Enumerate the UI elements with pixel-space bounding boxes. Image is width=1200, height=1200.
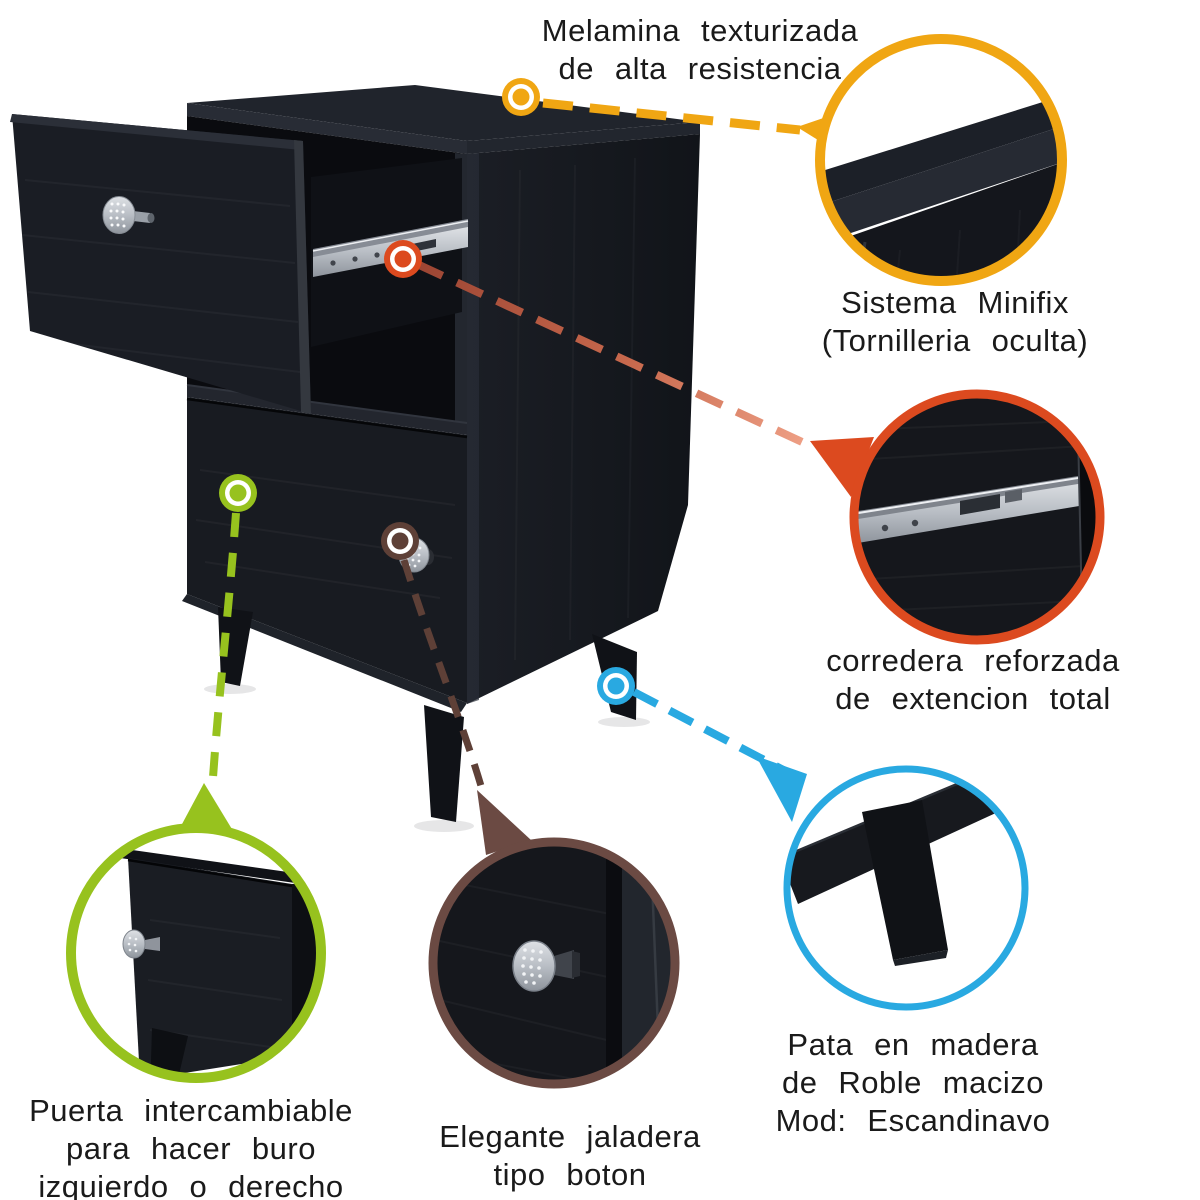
leader-line-puerta [208, 512, 240, 793]
drawer-front-top-edge [10, 114, 303, 150]
label-corredera: corredera reforzada de extencion total [826, 643, 1120, 716]
leg-shadow [414, 820, 474, 832]
nightstand-photo [10, 85, 700, 832]
lens-ring [849, 389, 1105, 645]
leader-line-pata [632, 688, 795, 779]
anchor-dot-puerta [219, 474, 257, 512]
lens-ring [783, 765, 1029, 1011]
cabinet-top-edge-right [467, 122, 700, 154]
label-melamina: Melamina texturizada de alta resistencia [541, 13, 859, 86]
lens-content-corner-closeup [820, 92, 1062, 281]
lens-wedge [756, 756, 807, 822]
drawer-knob-shank-cap [147, 213, 155, 223]
leader-line-jaladera [400, 558, 488, 797]
anchor-dot-melamina [502, 78, 540, 116]
leg-front-left [218, 607, 253, 686]
lens-minifix [797, 34, 1067, 286]
anchor-dot-jaladera [381, 522, 419, 560]
lens-ring [66, 823, 326, 1083]
drawer-knob [102, 196, 155, 234]
drawer-knob-dots [109, 202, 126, 228]
drawer-slide-highlight [312, 220, 469, 252]
cabinet-corner-highlight [467, 153, 479, 704]
slide-screw [352, 256, 358, 262]
leader-line-corredera [415, 260, 817, 452]
cabinet-top-face [187, 85, 700, 141]
label-jaladera: Elegante jaladera tipo boton [439, 1119, 701, 1192]
leg-shadow [204, 684, 256, 694]
cabinet-side-panel [467, 134, 700, 704]
slide-screw [330, 260, 336, 266]
label-puerta: Puerta intercambiable para hacer buro iz… [29, 1093, 353, 1200]
leg-shadow [598, 717, 650, 727]
label-pata: Pata en madera de Roble macizo Mod: Esca… [775, 1027, 1051, 1138]
label-minifix: Sistema Minifix (Tornilleria oculta) [821, 285, 1089, 358]
lens-ring [428, 837, 680, 1089]
lens-jaladera [428, 790, 680, 1089]
lens-content-door-closeup [118, 848, 321, 1078]
lens-wedge [477, 790, 531, 855]
lens-puerta [66, 783, 326, 1083]
lens-pata [756, 756, 1029, 1011]
lens-wedge [810, 437, 874, 497]
door-top-gap [186, 397, 468, 439]
drawer-front-right-edge [294, 140, 311, 414]
door-panel [187, 397, 467, 703]
anchor-dot-pata [597, 667, 635, 705]
cabinet-top-edge-front [187, 103, 467, 154]
leg-front-right [424, 705, 464, 822]
drawer-knob-face [102, 196, 136, 234]
anchor-dot-corredera [384, 240, 422, 278]
leader-line-melamina [542, 98, 801, 135]
mid-rail-edge [186, 384, 468, 424]
lens-corredera [810, 389, 1105, 645]
drawer-front-panel [12, 114, 311, 414]
cabinet-bottom-edge [182, 594, 467, 712]
slide-screw [374, 252, 380, 258]
drawer-knob-shank [133, 211, 150, 223]
lens-ring [815, 34, 1067, 286]
drawer-front-grain [21, 179, 301, 373]
